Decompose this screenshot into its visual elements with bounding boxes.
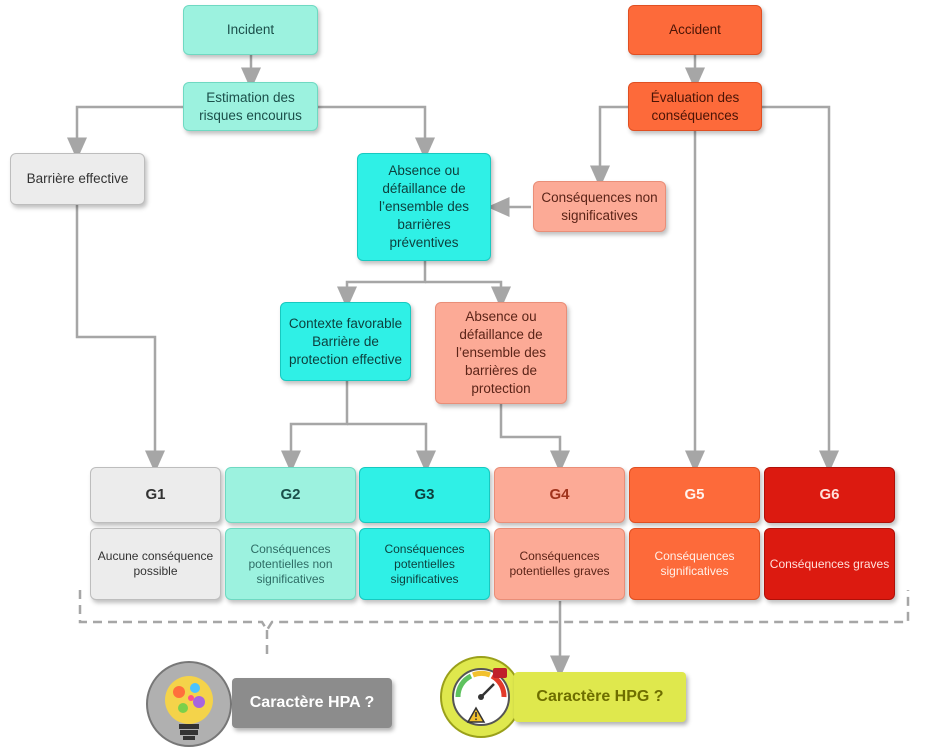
consequences-non-significatives-node: Conséquences non significatives (533, 181, 666, 232)
incident-node: Incident (183, 5, 318, 55)
barriere-effective-node: Barrière effective (10, 153, 145, 205)
grade-g5-head: G5 (629, 467, 760, 523)
grade-g6-desc: Conséquences graves (764, 528, 895, 600)
grade-g6-head: G6 (764, 467, 895, 523)
hpa-label: Caractère HPA ? (232, 678, 392, 728)
grade-g3-head: G3 (359, 467, 490, 523)
absence-protection-node: Absence ou défaillance de l’ensemble des… (435, 302, 567, 404)
grade-g5-desc: Conséquences significatives (629, 528, 760, 600)
estimation-node: Estimation des risques encourus (183, 82, 318, 131)
grade-g3-desc: Conséquences potentielles significatives (359, 528, 490, 600)
grade-g2-head: G2 (225, 467, 356, 523)
contexte-favorable-node: Contexte favorable Barrière de protectio… (280, 302, 411, 381)
absence-preventives-node: Absence ou défaillance de l’ensemble des… (357, 153, 491, 261)
lightbulb-icon (146, 661, 232, 747)
grade-g2-desc: Conséquences potentielles non significat… (225, 528, 356, 600)
grade-g4-desc: Conséquences potentielles graves (494, 528, 625, 600)
hpg-label: Caractère HPG ? (514, 672, 686, 722)
evaluation-node: Évaluation des conséquences (628, 82, 762, 131)
grade-g1-head: G1 (90, 467, 221, 523)
grade-g4-head: G4 (494, 467, 625, 523)
accident-node: Accident (628, 5, 762, 55)
grade-g1-desc: Aucune conséquence possible (90, 528, 221, 600)
